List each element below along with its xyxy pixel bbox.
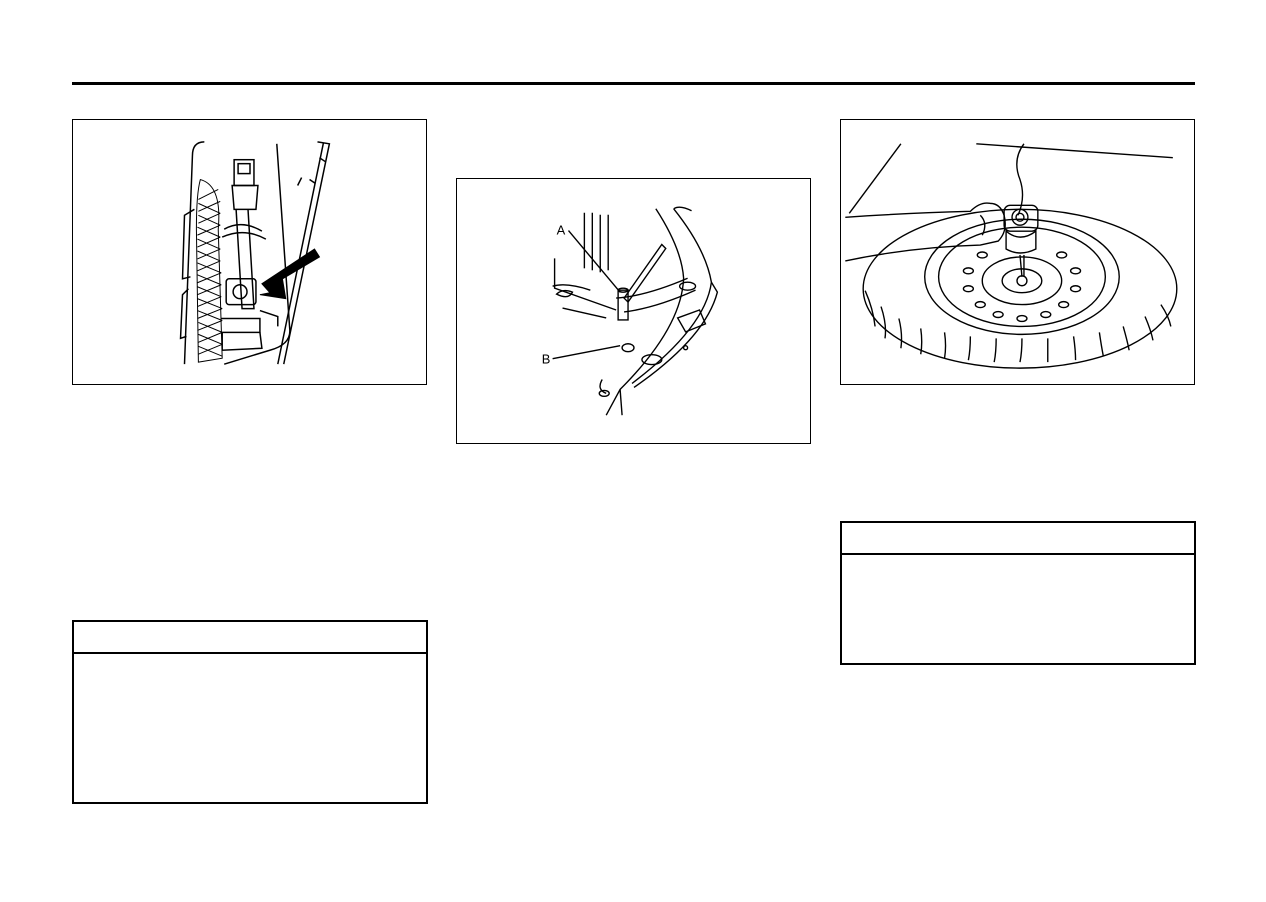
- note-box-right: [840, 521, 1196, 665]
- note-box-header: [74, 622, 426, 654]
- header-rule: [72, 82, 1195, 85]
- spare-tire-bracket-figure: A B: [456, 178, 811, 444]
- callout-b-label: B: [542, 352, 551, 367]
- note-box-left: [72, 620, 428, 804]
- spare-tire-removal-figure: [840, 119, 1195, 385]
- spare-tire-bracket-illustration: A B: [542, 206, 719, 416]
- callout-a-label: A: [557, 223, 566, 238]
- jack-stowage-figure: [72, 119, 427, 385]
- arrow-icon: [259, 248, 321, 300]
- jack-stowage-illustration: [179, 141, 331, 365]
- note-box-header: [842, 523, 1194, 555]
- spare-tire-removal-illustration: [845, 143, 1178, 369]
